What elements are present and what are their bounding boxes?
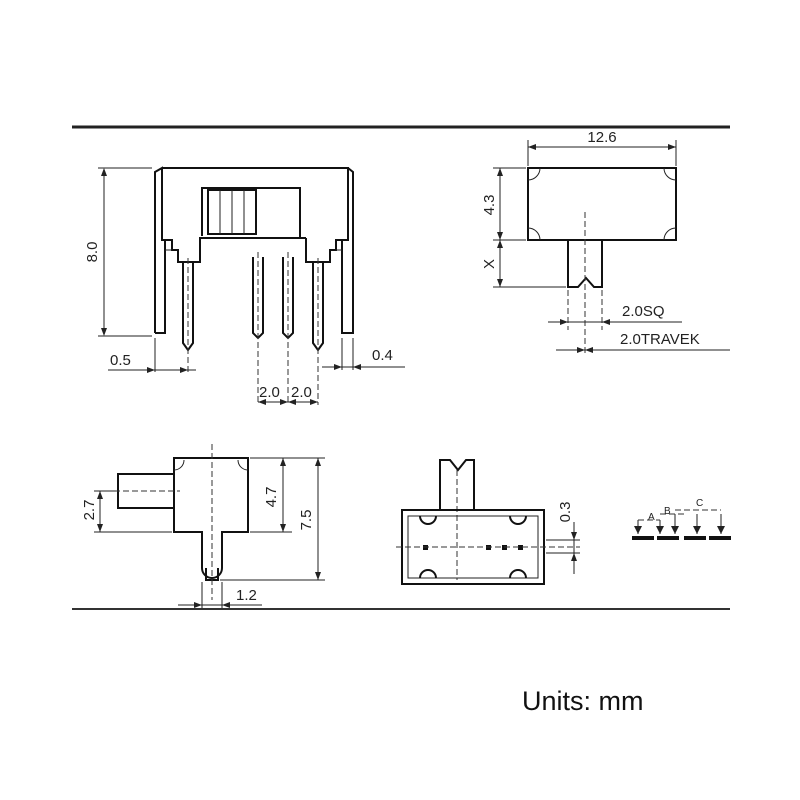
top-actuator-label: X <box>481 259 498 269</box>
top-view-body <box>527 167 677 241</box>
side-pin-width-label: 1.2 <box>236 587 257 604</box>
contact-label-a: A <box>648 512 655 523</box>
contact-label-c: C <box>696 498 703 509</box>
side-view: 2.7 4.7 7.5 1.2 <box>81 444 325 608</box>
front-pitch-label-2: 2.0 <box>291 384 312 401</box>
side-actuator-height-label: 2.7 <box>81 500 98 521</box>
bottom-view: 0.3 <box>396 459 580 585</box>
bottom-contact-4 <box>518 545 523 550</box>
front-right-offset-label: 0.4 <box>372 347 393 364</box>
contact-label-b: B <box>664 506 671 517</box>
front-height-label: 8.0 <box>84 242 101 263</box>
top-travel-label: 2.0TRAVEK <box>620 331 700 348</box>
top-width-label: 12.6 <box>587 129 616 146</box>
front-view: 8.0 0.5 0.4 2.0 2.0 <box>84 166 405 405</box>
side-body-height-label: 4.7 <box>263 487 280 508</box>
side-view-body <box>173 457 249 579</box>
units-label: Units: mm <box>522 686 644 716</box>
top-depth-label: 4.3 <box>481 195 498 216</box>
top-view: 12.6 4.3 X 2.0SQ 2.0TRAVEK <box>481 129 730 355</box>
bottom-offset-label: 0.3 <box>557 502 574 523</box>
front-left-offset-label: 0.5 <box>110 352 131 369</box>
top-square-label: 2.0SQ <box>622 303 665 320</box>
contact-diagram: A B C <box>632 498 731 540</box>
side-total-height-label: 7.5 <box>298 510 315 531</box>
bottom-view-actuator <box>439 459 475 510</box>
front-pitch-label-1: 2.0 <box>259 384 280 401</box>
top-view-actuator <box>567 240 603 288</box>
